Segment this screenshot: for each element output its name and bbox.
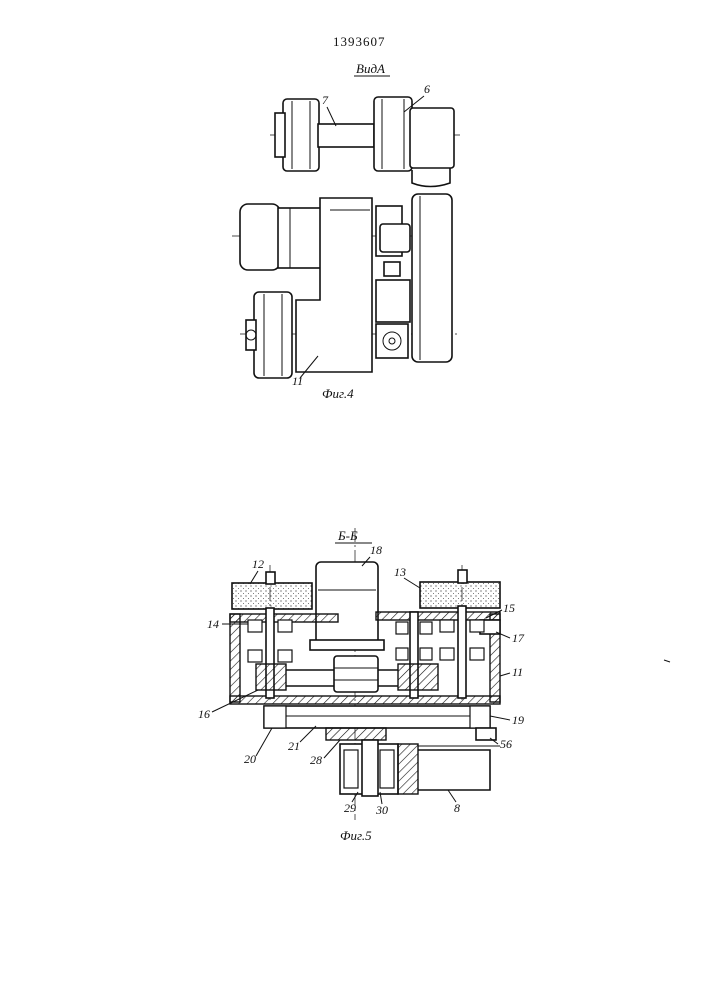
patent-number: 1393607: [333, 34, 386, 49]
fig4-label-6: 6: [424, 82, 430, 96]
fig4-label-11: 11: [292, 374, 303, 388]
grinding-wheel-12: [232, 583, 312, 609]
fig4-lower-assembly: [232, 194, 458, 378]
fig5-label-14: 14: [207, 617, 219, 631]
fig5-drawing: [230, 528, 500, 820]
fig5-caption: Фиг.5: [340, 828, 372, 843]
stray-mark: [664, 660, 670, 662]
fig5-label-19: 19: [512, 713, 524, 727]
motor-18: [316, 562, 378, 644]
fig5-label-13: 13: [394, 565, 406, 579]
fig5-label-20: 20: [244, 752, 256, 766]
fig5-label-12: 12: [252, 557, 264, 571]
fig5-label-29: 29: [344, 801, 356, 815]
fig4-label-7: 7: [322, 93, 329, 107]
view-a-title: ВидА: [356, 61, 385, 76]
fig4-top-rollers: [270, 97, 462, 187]
fig5-label-21: 21: [288, 739, 300, 753]
fig4-drawing: 7 6 11 Фиг.4: [232, 82, 462, 401]
fig5-label-15: 15: [503, 601, 515, 615]
fig5-label-30: 30: [375, 803, 388, 817]
fig5-label-16: 16: [198, 707, 210, 721]
fig4-caption: Фиг.4: [322, 386, 354, 401]
fig5-label-28: 28: [310, 753, 322, 767]
grinding-wheel-13: [420, 582, 500, 608]
fig5-label-17: 17: [512, 631, 525, 645]
fig5-label-11: 11: [512, 665, 523, 679]
fig5-label-8: 8: [454, 801, 460, 815]
fig5-label-18: 18: [370, 543, 382, 557]
fig5-label-56: 56: [500, 737, 512, 751]
